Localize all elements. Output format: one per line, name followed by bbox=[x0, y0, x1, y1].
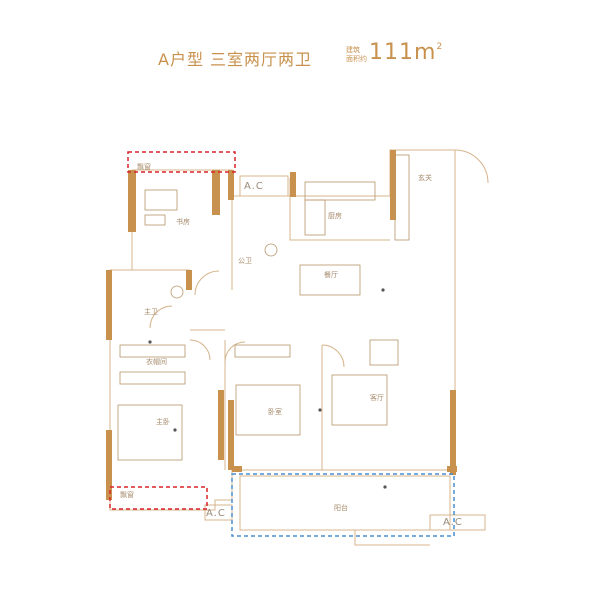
door-master-bath bbox=[149, 305, 173, 329]
study-desk bbox=[144, 189, 178, 211]
wall-segment bbox=[232, 466, 242, 472]
room-label-master-bath: 主卫 bbox=[144, 308, 158, 316]
door-bedroom bbox=[224, 341, 246, 363]
bedroom-wardrobe bbox=[234, 344, 291, 358]
bedroom-bed bbox=[235, 384, 301, 436]
door-entrance bbox=[454, 149, 489, 184]
room-label-dining: 餐厅 bbox=[324, 271, 338, 279]
ac-box-top bbox=[239, 175, 289, 197]
room-label-living: 客厅 bbox=[370, 394, 384, 402]
wall-segment bbox=[106, 270, 112, 340]
wall-segment bbox=[218, 390, 224, 460]
room-label-cloakroom: 衣帽间 bbox=[146, 358, 167, 366]
entrance-cabinet bbox=[394, 154, 410, 241]
toilet-master bbox=[170, 285, 184, 299]
room-label-master-bedroom: 主卧 bbox=[156, 418, 170, 426]
room-label-kitchen: 厨房 bbox=[328, 212, 342, 220]
wall-segment bbox=[186, 270, 192, 290]
wall-segment bbox=[447, 466, 457, 472]
wall-segment bbox=[212, 170, 220, 215]
balcony-marker bbox=[383, 485, 387, 489]
wall-segment bbox=[290, 172, 296, 197]
wall-segment bbox=[106, 430, 112, 500]
door-bath bbox=[194, 270, 220, 296]
study-chair bbox=[144, 214, 166, 226]
room-label-bay-window-bottom: 飘窗 bbox=[120, 491, 134, 499]
area-label-line-1: 建筑 bbox=[346, 46, 360, 54]
door-cloak bbox=[189, 339, 211, 361]
outer-outline bbox=[109, 149, 456, 511]
header: A户型 三室两厅两卫 建筑 面积约 111m2 bbox=[0, 40, 600, 80]
wall-segment bbox=[128, 170, 136, 232]
area-unit: m bbox=[414, 40, 437, 65]
bedroom-marker bbox=[318, 408, 322, 412]
master-bed bbox=[117, 404, 183, 461]
ac-label-bottom-left: A.C bbox=[206, 508, 226, 519]
wall-segment bbox=[450, 390, 456, 475]
ac-label-bottom-right: A.C bbox=[443, 517, 463, 528]
toilet-public bbox=[264, 243, 278, 257]
room-label-public-bath: 公卫 bbox=[238, 257, 252, 265]
wardrobe-2 bbox=[119, 371, 186, 385]
room-label-balcony: 阳台 bbox=[334, 504, 348, 512]
room-label-bedroom: 卧室 bbox=[268, 408, 282, 416]
master-bed-marker bbox=[173, 428, 177, 432]
area-label: 建筑 面积约 bbox=[346, 46, 367, 64]
dining-table bbox=[299, 264, 361, 296]
room-label-entrance: 玄关 bbox=[418, 174, 432, 182]
area-unit-sup: 2 bbox=[436, 42, 444, 52]
room-label-study: 书房 bbox=[176, 218, 190, 226]
dining-marker bbox=[381, 288, 385, 292]
wall-segment bbox=[390, 150, 396, 220]
area-number: 111 bbox=[369, 40, 414, 65]
ac-box-right bbox=[429, 514, 486, 531]
cloak-marker bbox=[148, 340, 152, 344]
bay-window-bottom bbox=[109, 486, 208, 510]
area-label-line-2: 面积约 bbox=[346, 55, 367, 63]
kitchen-counter-side bbox=[304, 199, 326, 236]
wall-segment bbox=[228, 170, 234, 200]
living-armchair bbox=[369, 339, 399, 366]
area-value: 111m2 bbox=[369, 40, 443, 65]
door-living bbox=[321, 344, 345, 368]
living-sofa bbox=[331, 374, 388, 426]
room-label-bay-window-top: 飘窗 bbox=[137, 163, 151, 171]
wall-segment bbox=[228, 400, 234, 470]
kitchen-counter bbox=[304, 181, 376, 201]
balcony-dashed bbox=[231, 473, 455, 537]
plan-title: A户型 三室两厅两卫 bbox=[158, 50, 313, 69]
ac-label-top: A.C bbox=[244, 181, 264, 192]
wardrobe-1 bbox=[119, 344, 186, 358]
balcony-bottom-sill bbox=[354, 530, 430, 546]
wall-kitchen bbox=[289, 178, 390, 241]
